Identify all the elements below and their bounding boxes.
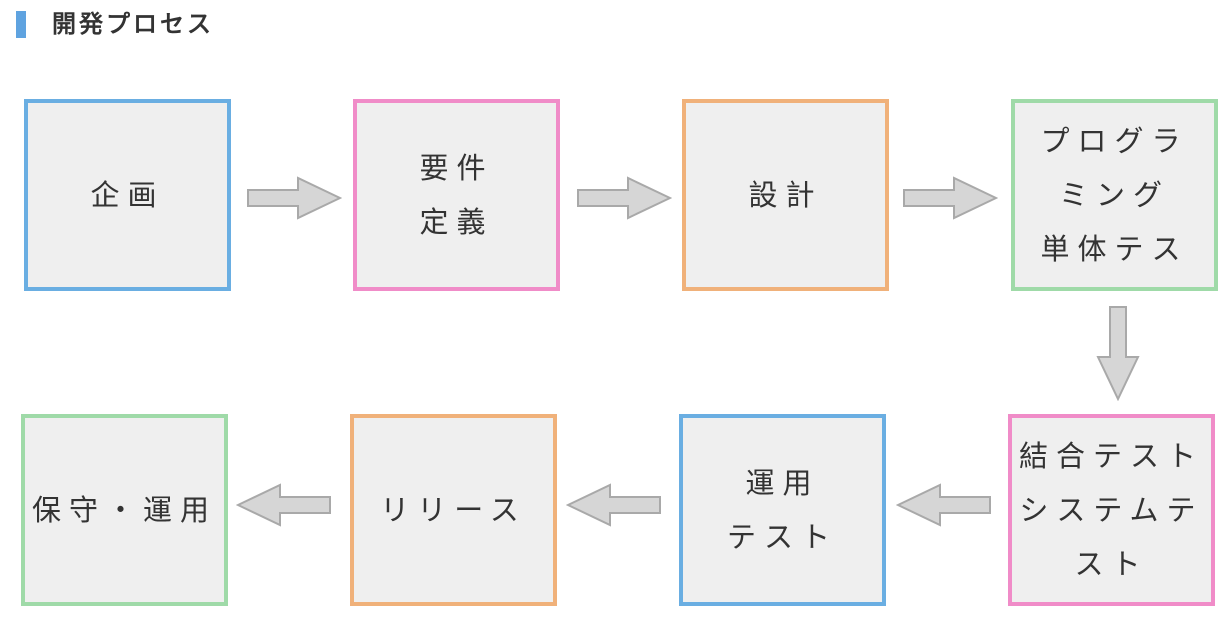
- step-label-requirements: 要件 定義: [419, 151, 494, 239]
- arrow-left-icon: [566, 483, 662, 527]
- arrow-left-icon: [896, 483, 992, 527]
- step-label-planning: 企画: [90, 178, 165, 212]
- arrow-right-icon: [576, 176, 672, 220]
- arrow-left-icon: [236, 483, 332, 527]
- step-box-integration: 結合テスト システムテ スト: [1008, 414, 1215, 606]
- step-box-design: 設計: [682, 99, 889, 291]
- step-label-design: 設計: [748, 178, 823, 212]
- step-box-requirements: 要件 定義: [353, 99, 560, 291]
- arrow-right-icon: [246, 176, 342, 220]
- arrow-down-icon: [1096, 305, 1140, 401]
- step-label-maintenance: 保守・運用: [31, 493, 217, 527]
- step-label-integration: 結合テスト システムテ スト: [1018, 439, 1204, 581]
- step-box-programming: プログラ ミング 単体テス: [1011, 99, 1218, 291]
- step-label-programming: プログラ ミング 単体テス: [1040, 124, 1189, 266]
- step-box-maintenance: 保守・運用: [21, 414, 228, 606]
- step-box-operation-test: 運用 テスト: [679, 414, 886, 606]
- step-box-release: リリース: [350, 414, 557, 606]
- page-title: 開発プロセス: [52, 10, 214, 38]
- arrow-right-icon: [902, 176, 998, 220]
- title-accent-bar: [16, 11, 26, 38]
- step-label-release: リリース: [380, 493, 527, 527]
- step-box-planning: 企画: [24, 99, 231, 291]
- step-label-operation-test: 運用 テスト: [726, 466, 838, 554]
